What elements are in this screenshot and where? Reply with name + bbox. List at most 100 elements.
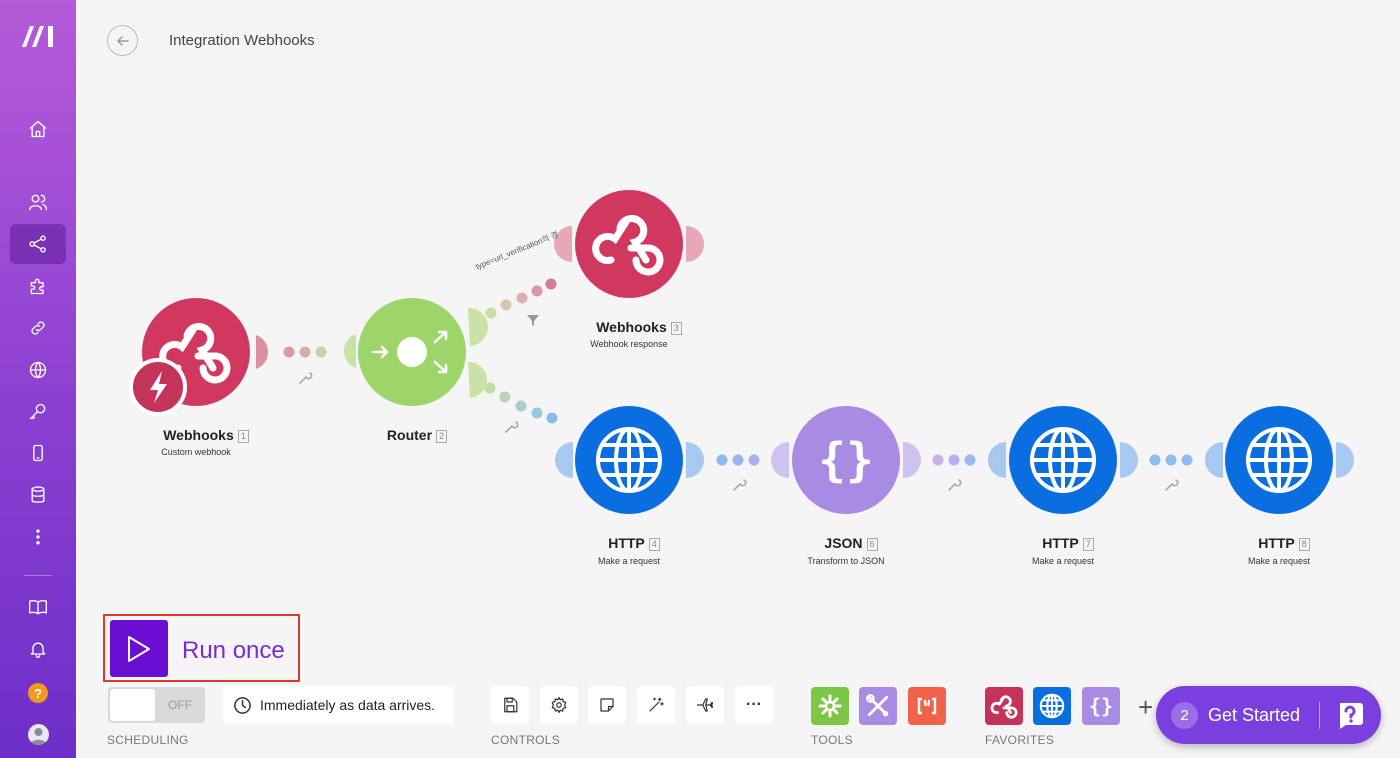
connection-2-3[interactable] [485,278,557,319]
link-icon [31,321,45,335]
help-icon[interactable]: ? [28,683,48,703]
play-icon [128,635,150,662]
sidebar-item-keys[interactable] [10,392,66,432]
connection-2-4[interactable] [484,382,558,424]
sidebar-item-team[interactable] [10,182,66,222]
globe-icon [1246,427,1312,493]
favorite-json[interactable]: {} [1082,687,1120,725]
save-button[interactable] [491,686,529,724]
text-parser-icon [917,697,937,715]
sidebar-item-more[interactable] [10,517,66,557]
node-webhooks-1[interactable] [129,298,269,416]
connection-7-8[interactable] [1149,454,1193,466]
puzzle-icon [30,278,44,295]
node-subtitle: Make a request [1247,556,1311,566]
help-chat-icon [1340,703,1363,729]
wrench-icon[interactable] [1165,479,1179,491]
user-avatar-icon [30,728,47,745]
notes-button[interactable] [588,686,626,724]
sidebar-item-notifications[interactable] [10,629,66,669]
run-once-label[interactable]: Run once [182,637,285,664]
braces-icon: {} [818,433,873,487]
controls-caption: CONTROLS [491,733,561,747]
tool-tools[interactable] [859,687,897,725]
globe-icon [1030,427,1096,493]
wrench-icon[interactable] [299,372,313,384]
node-webhooks-3[interactable] [554,190,704,298]
avatar[interactable] [28,724,49,745]
run-once-button[interactable] [110,620,168,677]
schedule-setting[interactable]: Immediately as data arrives. [223,686,454,724]
node-subtitle: Custom webhook [161,447,231,457]
tool-flow-control[interactable] [811,687,849,725]
page-title: Integration Webhooks [169,32,315,49]
get-started-button[interactable]: 2 Get Started [1156,686,1381,744]
back-button[interactable] [107,25,138,56]
explain-flow-button[interactable] [686,686,724,724]
sidebar-item-connections[interactable] [10,308,66,348]
lightning-icon [150,371,167,403]
scheduling-caption: SCHEDULING [107,733,189,747]
save-icon [504,697,518,713]
node-json-6[interactable]: {} [771,406,921,514]
router-hub-icon [397,337,427,367]
sidebar-item-webhooks[interactable] [10,350,66,390]
braces-icon: {} [1089,694,1113,718]
filter-icon[interactable] [527,315,539,326]
make-logo[interactable] [21,24,57,48]
favorite-webhooks[interactable] [985,687,1023,725]
settings-button[interactable] [540,686,578,724]
gear-icon [551,696,567,714]
add-favorite-button[interactable]: + [1138,692,1154,722]
sidebar-item-apps[interactable] [10,266,66,306]
node-subtitle: Make a request [1031,556,1095,566]
sidebar-item-scenarios[interactable] [10,224,66,264]
airplane-icon [696,698,714,712]
webhook-icon [990,695,1018,719]
gear-icon [818,694,842,718]
connection-1-2[interactable] [283,346,327,358]
node-subtitle: Webhook response [590,339,668,349]
sidebar-item-data-stores[interactable] [10,475,66,515]
wrench-icon[interactable] [733,479,747,491]
node-router-2[interactable] [343,298,489,406]
tool-text-parser[interactable] [908,687,946,725]
node-http-4[interactable] [555,406,704,514]
node-http-7[interactable] [988,406,1138,514]
toggle-knob [110,689,155,721]
sidebar-item-devices[interactable] [10,433,66,473]
get-started-count: 2 [1171,702,1198,729]
database-icon [31,486,45,503]
get-started-label: Get Started [1208,705,1301,725]
run-once-highlight: Run once [103,614,300,682]
tools-caption: TOOLS [811,733,853,747]
more-vertical-icon [36,529,40,545]
sidebar-divider [24,575,52,576]
wrench-icon[interactable] [505,421,519,433]
connection-6-7[interactable] [932,454,976,466]
tools-icon [866,694,889,717]
globe-icon [29,361,47,379]
arrow-left-icon [116,35,129,46]
favorites-caption: FAVORITES [985,733,1055,747]
connection-4-6[interactable] [716,454,760,466]
home-icon [29,120,47,138]
node-http-8[interactable] [1205,406,1354,514]
more-controls-button[interactable]: ··· [735,686,773,724]
key-icon [29,403,46,420]
sidebar-item-home[interactable] [10,109,66,149]
node-subtitle: Make a request [597,556,661,566]
note-icon [600,698,614,712]
scheduling-toggle[interactable]: OFF [108,687,205,723]
webhook-icon [592,214,664,276]
wrench-icon[interactable] [948,479,962,491]
sidebar-item-docs[interactable] [10,587,66,627]
favorite-http[interactable] [1033,687,1071,725]
auto-align-button[interactable] [637,686,675,724]
